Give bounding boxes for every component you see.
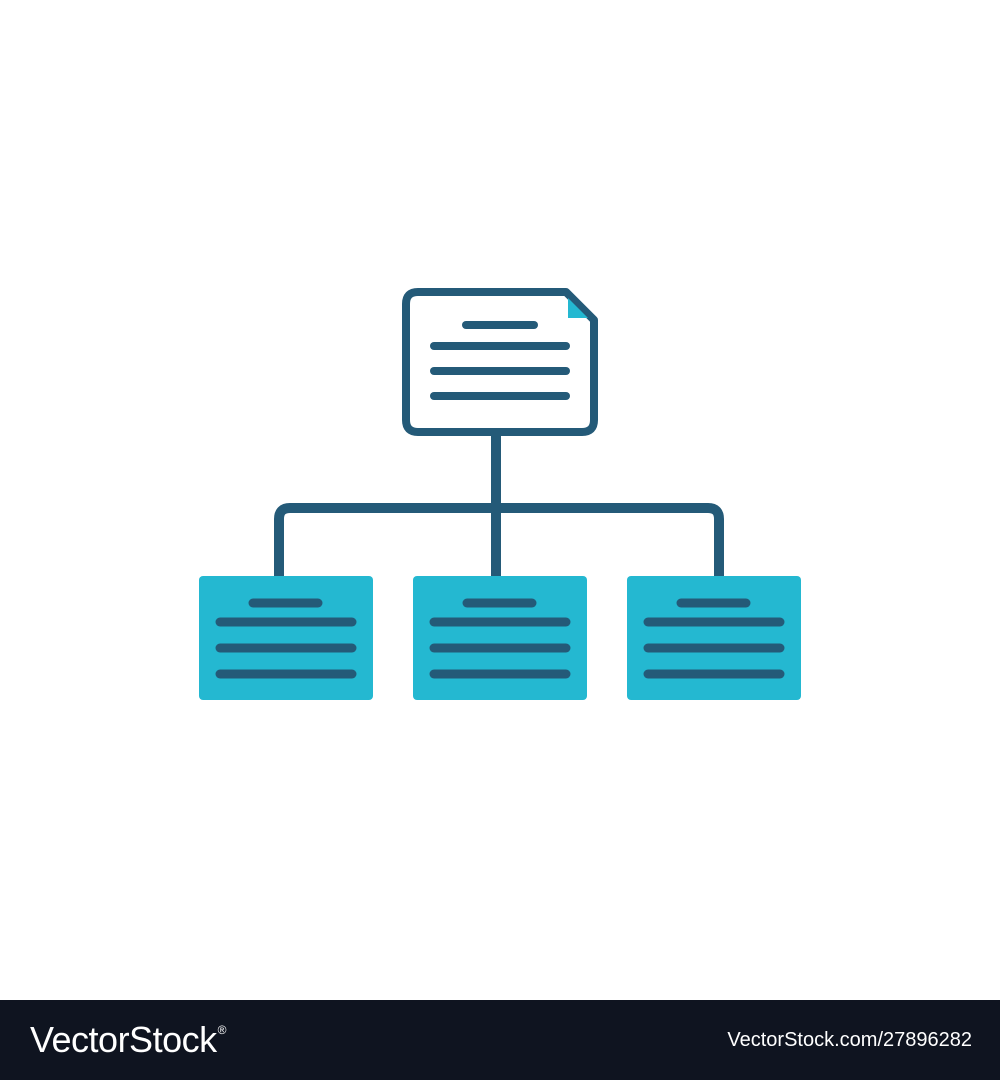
child-card-left — [199, 576, 373, 700]
brand-logo: VectorStock® — [30, 1019, 226, 1061]
folded-corner-icon — [568, 298, 588, 318]
card-text-lines — [429, 598, 571, 679]
connector-lines — [274, 427, 724, 583]
card-text-lines — [215, 598, 357, 679]
card-text-lines — [643, 598, 785, 679]
card-shape — [627, 576, 801, 700]
card-shape — [199, 576, 373, 700]
brand-name: VectorStock — [30, 1019, 217, 1060]
hierarchy-diagram-icon — [199, 288, 801, 700]
image-reference: VectorStock.com/27896282 — [727, 1028, 972, 1051]
registered-mark: ® — [217, 1023, 227, 1037]
card-shape — [413, 576, 587, 700]
branch-connector — [274, 503, 724, 583]
watermark-footer: VectorStock® VectorStock.com/27896282 — [0, 1000, 1000, 1080]
root-text-lines — [430, 321, 570, 400]
child-card-right — [627, 576, 801, 700]
root-document-shape — [402, 288, 598, 436]
child-card-middle — [413, 576, 587, 700]
root-document-node — [402, 288, 598, 436]
